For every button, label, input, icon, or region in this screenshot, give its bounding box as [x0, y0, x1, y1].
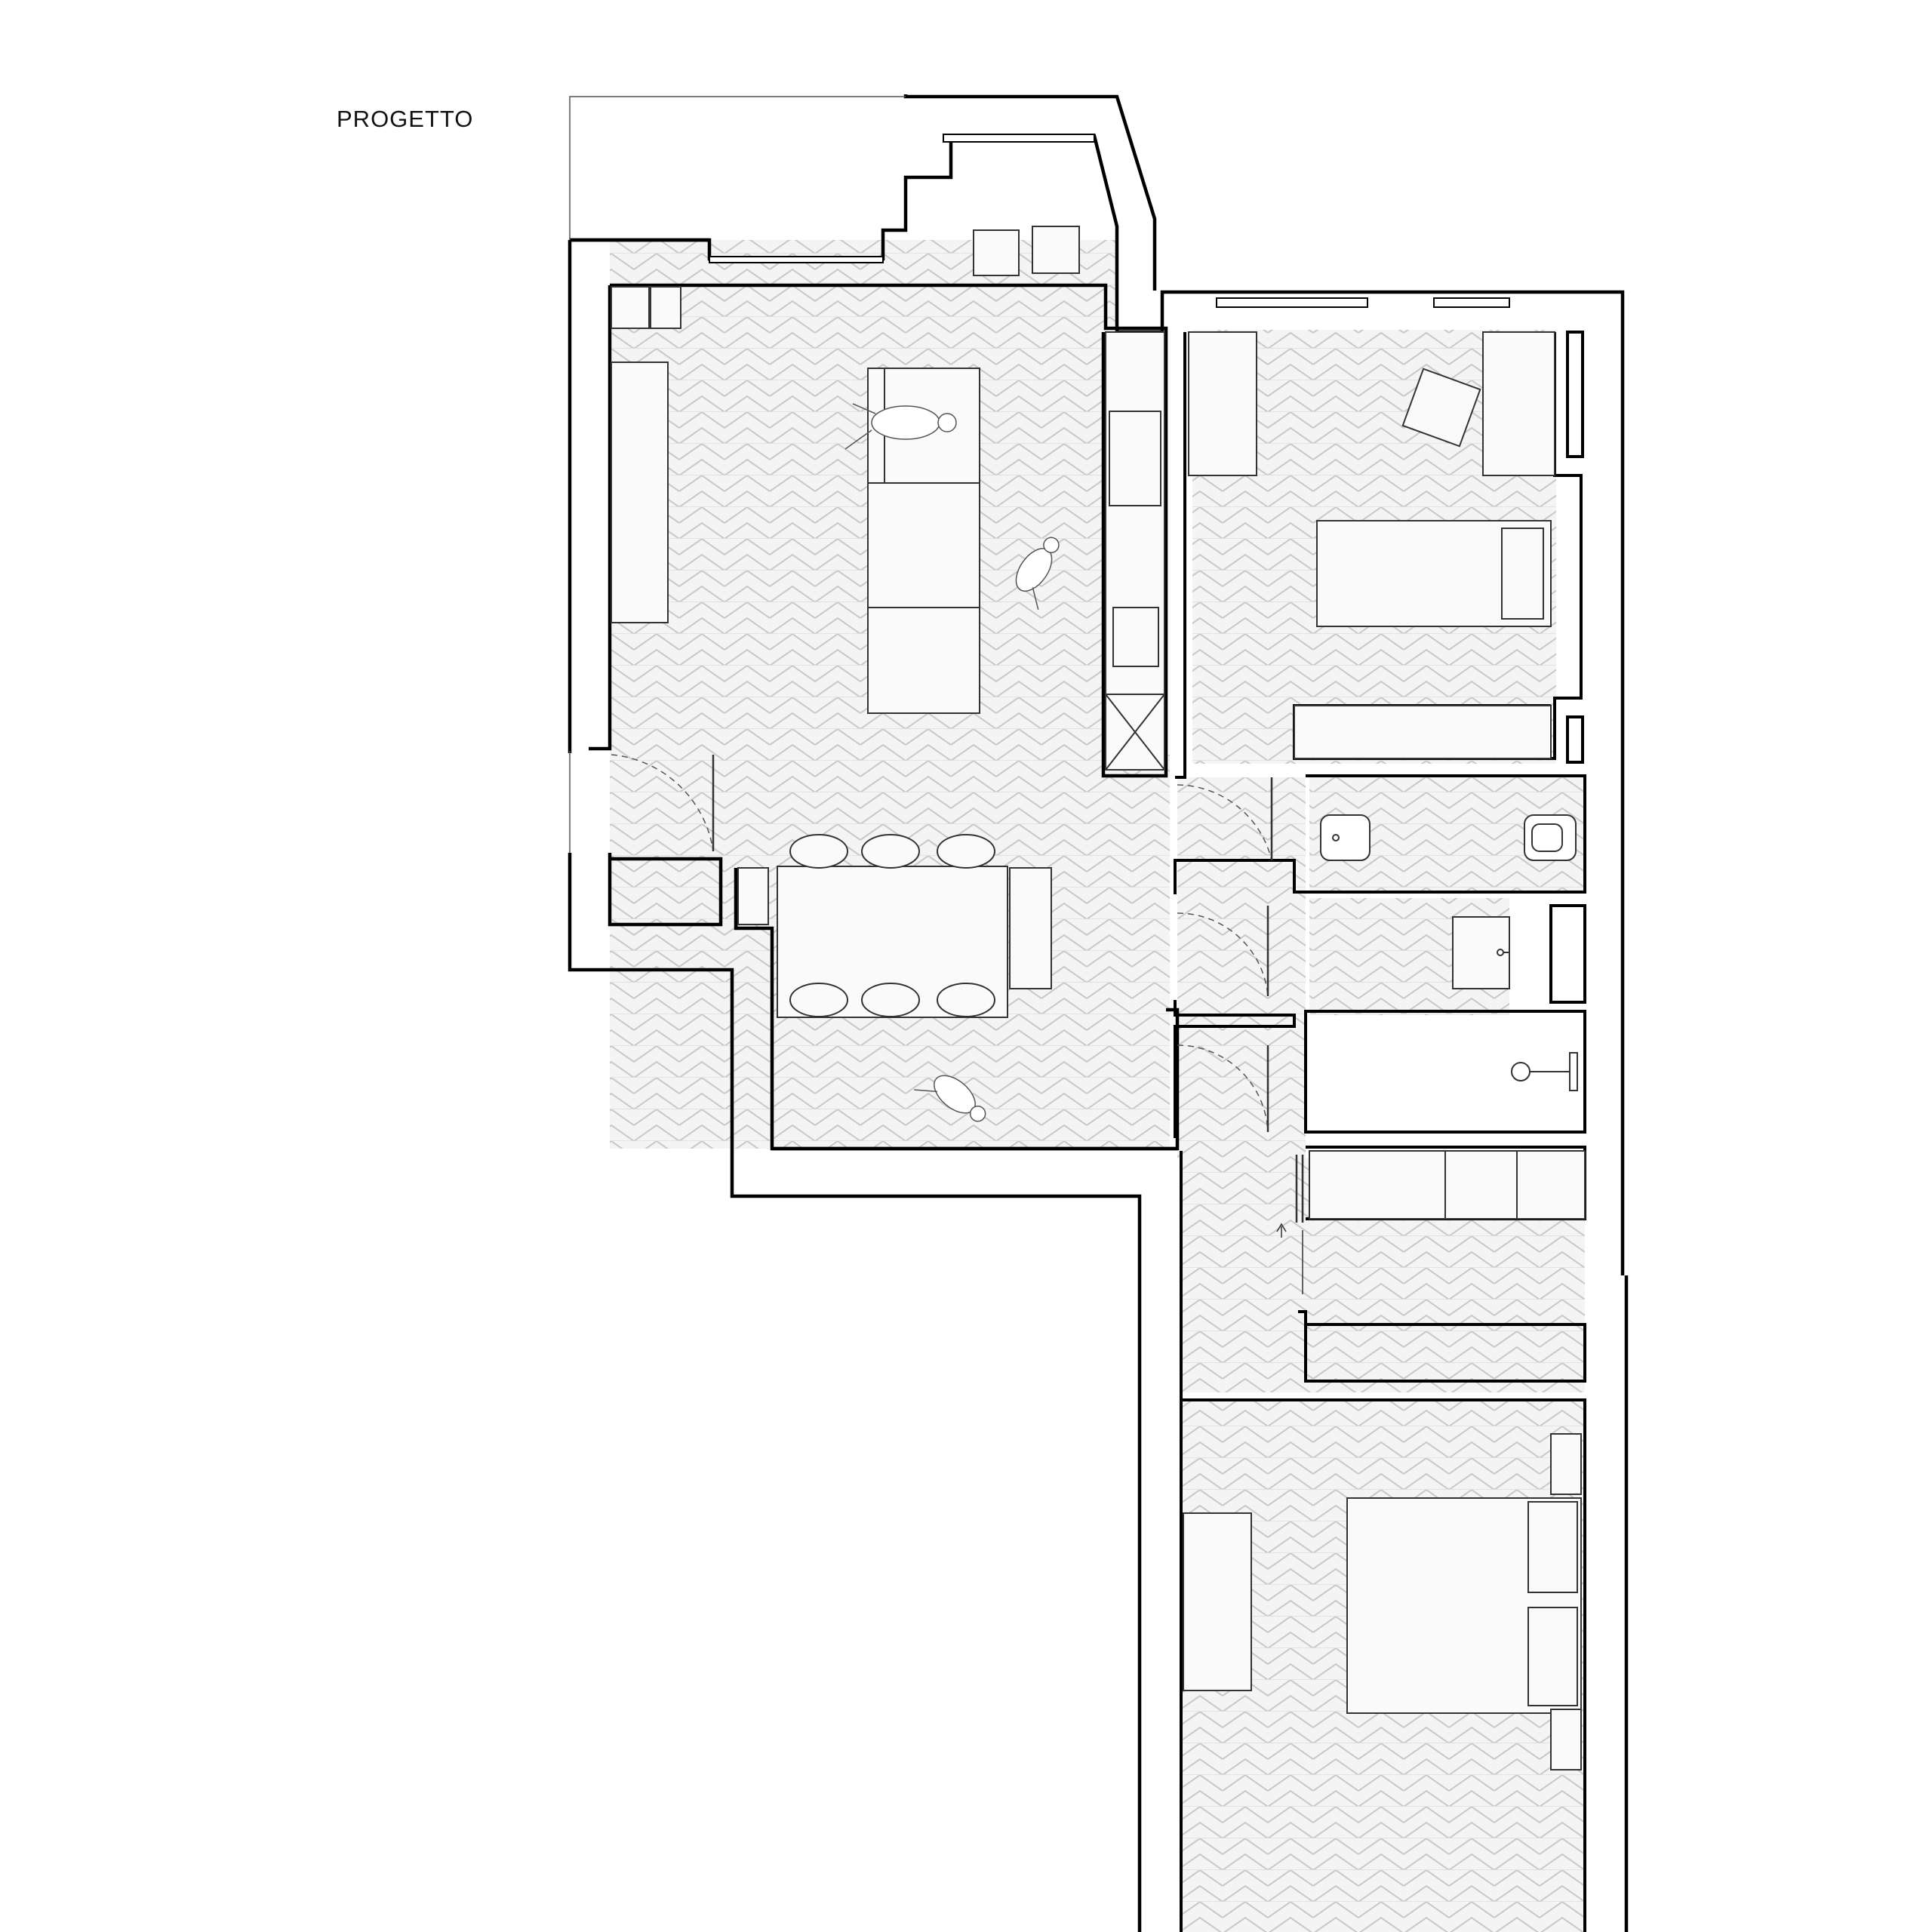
tv-unit	[611, 361, 669, 623]
bath-fixtures	[1320, 814, 1578, 1091]
wall-bedroom2-top	[1180, 1151, 1586, 1932]
people	[844, 403, 1060, 1122]
toilet-icon	[1524, 814, 1577, 861]
doors	[611, 754, 1272, 1133]
door-swing-icon	[1177, 1044, 1269, 1133]
wall-bath2-cabinet	[1549, 904, 1586, 1004]
wall-bath2	[1304, 1010, 1586, 1134]
sideboard	[1009, 867, 1052, 989]
armchair-2	[650, 286, 681, 329]
armchair	[611, 286, 650, 329]
sofa-seat-2	[867, 607, 980, 714]
shower-icon	[1511, 1052, 1578, 1091]
person-figure-icon	[914, 1075, 986, 1122]
dining-chair	[937, 983, 995, 1017]
vanity-bath2	[1452, 916, 1510, 989]
desk-bed1-left	[1188, 331, 1257, 476]
dining-chair	[861, 834, 920, 869]
page-title: PROGETTO	[337, 106, 474, 132]
dining-chair	[789, 983, 848, 1017]
window-bed1-left	[1216, 297, 1368, 308]
sofa-seat-1	[867, 482, 980, 608]
bay-chair-2	[1032, 226, 1080, 274]
windows	[709, 134, 1510, 308]
person-figure-icon	[844, 403, 957, 450]
window-bed1-right	[1433, 297, 1510, 308]
kitchen-sink	[1112, 607, 1159, 667]
outer-wall-stair-lower	[568, 853, 1629, 1932]
desk-chair	[1401, 368, 1481, 448]
window-living-top	[709, 256, 884, 263]
arrow-up-icon	[1276, 1223, 1303, 1294]
bed-pillow-1	[1527, 1501, 1578, 1593]
window-bay	[943, 134, 1095, 143]
door-swing-icon	[611, 754, 714, 852]
wall-closets	[1566, 331, 1584, 764]
single-bed-pillow	[1501, 528, 1544, 620]
hall-floor	[1177, 777, 1306, 1158]
wardrobe-corridor	[1309, 1150, 1586, 1220]
toilet-icon	[1320, 814, 1371, 861]
kitchen-cooktop	[1109, 411, 1161, 506]
inner-wall-west	[610, 283, 1168, 778]
bedroom2-dresser	[1183, 1512, 1252, 1691]
bay-chair-1	[973, 229, 1020, 276]
inner-wall-living	[589, 285, 723, 927]
dining-chair	[861, 983, 920, 1017]
balcony-outline	[569, 96, 906, 853]
dining-cabinet	[737, 867, 769, 925]
wall-hall-middle	[1174, 1000, 1296, 1138]
dining-chair	[937, 834, 995, 869]
living-floor	[610, 240, 1117, 755]
wardrobe-bed1	[1294, 705, 1552, 759]
door-leaves	[712, 755, 1304, 1223]
wall-bath1	[1174, 774, 1586, 894]
wall-corridor-bottom	[1298, 1310, 1586, 1383]
door-swing-icon	[1177, 912, 1269, 997]
wall-bedroom1-left	[1175, 332, 1186, 779]
door-swing-icon	[1177, 784, 1272, 861]
bed-pillow-2	[1527, 1607, 1578, 1706]
furniture	[611, 226, 1586, 1770]
desk-bed1-right	[1482, 331, 1555, 476]
sink-icon	[1497, 949, 1509, 956]
person-figure-icon	[1015, 537, 1060, 611]
dining-chair	[789, 834, 848, 869]
nightstand-bottom	[1550, 1709, 1582, 1770]
outer-wall-top-outer	[903, 94, 1157, 291]
nightstand-top	[1550, 1433, 1582, 1495]
